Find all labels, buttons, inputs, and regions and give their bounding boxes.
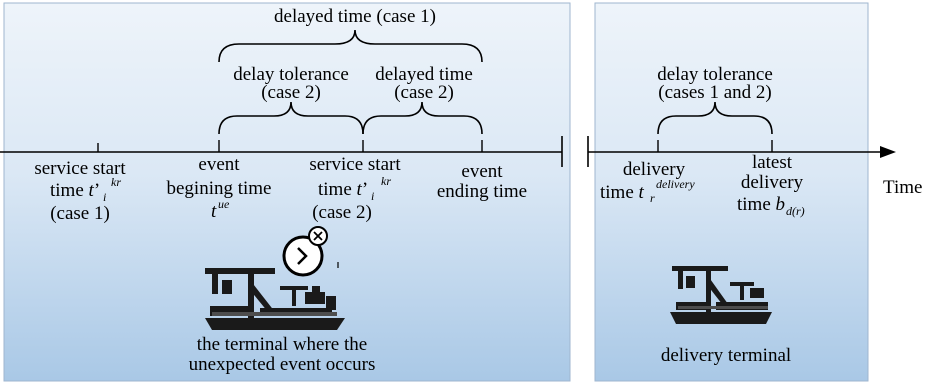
label-delayed-case2: delayed time — [375, 64, 473, 85]
tick-label-event-begin: event begining time t ue — [166, 154, 271, 222]
svg-text:event: event — [198, 154, 240, 175]
svg-text:service start: service start — [309, 154, 401, 175]
svg-text:ue: ue — [218, 197, 230, 211]
svg-text:delivery: delivery — [741, 172, 804, 193]
label-delayed-case1: delayed time (case 1) — [274, 6, 436, 27]
axis-ticks — [97, 140, 773, 152]
svg-text:latest: latest — [752, 152, 793, 173]
brace-tolerance-case2 — [218, 101, 364, 135]
axis-label-time: Time — [883, 177, 922, 198]
left-caption-line1: the terminal where the — [197, 334, 367, 355]
port-crane-icon — [205, 268, 345, 330]
label-tolerance-cases12: delay tolerance — [657, 64, 773, 85]
svg-text:event: event — [461, 161, 503, 182]
svg-text:(case 1): (case 1) — [50, 203, 110, 224]
clock-delay-icon — [282, 226, 339, 277]
tick-label-service-start-2: service start time t’ kr i (case 2) — [309, 154, 401, 223]
svg-text:ending time: ending time — [437, 181, 527, 202]
svg-text:r: r — [650, 191, 655, 205]
svg-text:delivery: delivery — [623, 159, 686, 180]
brace-delayed-case1 — [218, 29, 483, 63]
svg-text:kr: kr — [381, 174, 391, 188]
svg-text:time t’: time t’ — [318, 179, 368, 200]
svg-text:t: t — [211, 201, 217, 222]
time-axis — [0, 136, 880, 167]
svg-text:time b: time b — [737, 194, 785, 215]
label-tolerance-case2: delay tolerance — [233, 64, 349, 85]
tick-label-delivery-time: delivery time t r delivery — [600, 159, 695, 205]
right-caption: delivery terminal — [661, 345, 791, 366]
brace-tolerance-cases12 — [657, 101, 773, 135]
svg-text:time t’: time t’ — [50, 180, 100, 201]
tick-label-latest-delivery: latest delivery time b d(r) — [737, 152, 805, 218]
port-crane-icon-delivery — [670, 266, 772, 324]
svg-text:service start: service start — [34, 158, 126, 179]
label-delayed-case2-sub: (case 2) — [394, 82, 454, 103]
svg-text:i: i — [103, 190, 106, 204]
label-tolerance-case2-sub: (case 2) — [261, 82, 321, 103]
left-caption-line2: unexpected event occurs — [189, 354, 376, 375]
svg-text:d(r): d(r) — [786, 204, 805, 218]
svg-text:time t: time t — [600, 182, 645, 203]
svg-text:begining time: begining time — [166, 178, 271, 199]
svg-text:kr: kr — [111, 175, 121, 189]
tick-label-service-start-1: service start time t’ kr i (case 1) — [34, 158, 126, 224]
svg-text:i: i — [371, 189, 374, 203]
svg-text:delivery: delivery — [656, 177, 695, 191]
svg-text:(case 2): (case 2) — [312, 202, 372, 223]
brace-delayed-case2 — [362, 101, 483, 135]
tick-label-event-end: event ending time — [437, 161, 527, 202]
label-tolerance-cases12-sub: (cases 1 and 2) — [658, 82, 771, 103]
axis-arrowhead — [880, 146, 896, 158]
